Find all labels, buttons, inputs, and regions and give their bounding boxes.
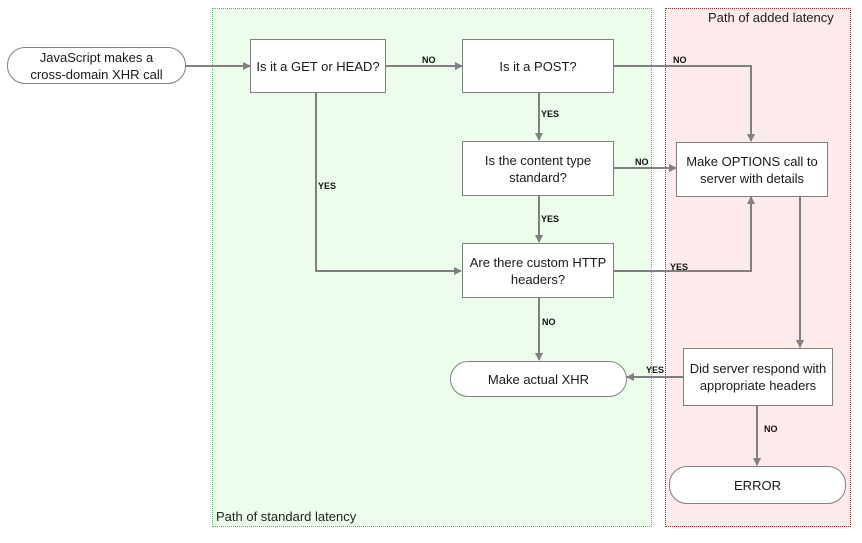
edge-label-server-yes: YES bbox=[646, 365, 665, 375]
content-type-decision: Is the content type standard? bbox=[462, 141, 614, 196]
edge-label-post-no: NO bbox=[673, 55, 687, 65]
options-call-node: Make OPTIONS call to server with details bbox=[676, 142, 828, 197]
edge-label-content-no: NO bbox=[635, 157, 649, 167]
edge-label-headers-no: NO bbox=[542, 317, 556, 327]
edge-label-content-yes: YES bbox=[541, 214, 560, 224]
added-latency-label: Path of added latency bbox=[708, 10, 834, 25]
standard-latency-label: Path of standard latency bbox=[216, 509, 357, 524]
edge-label-server-no: NO bbox=[764, 424, 778, 434]
start-node: JavaScript makes a cross-domain XHR call bbox=[7, 47, 186, 84]
error-node: ERROR bbox=[669, 466, 846, 504]
custom-headers-decision: Are there custom HTTP headers? bbox=[462, 243, 614, 298]
get-or-head-decision: Is it a GET or HEAD? bbox=[250, 39, 386, 93]
post-decision: Is it a POST? bbox=[462, 39, 614, 93]
make-xhr-node: Make actual XHR bbox=[450, 361, 627, 397]
edge-post-no-to-options bbox=[614, 65, 755, 142]
edge-headers-yes-to-options bbox=[614, 196, 755, 272]
edge-label-get-yes: YES bbox=[318, 181, 337, 191]
edge-label-post-yes: YES bbox=[541, 109, 560, 119]
edge-get-yes-to-headers bbox=[315, 93, 462, 275]
edge-label-headers-yes: YES bbox=[670, 262, 689, 272]
server-response-decision: Did server respond with appropriate head… bbox=[683, 348, 833, 406]
edge-label-get-no: NO bbox=[422, 55, 436, 65]
